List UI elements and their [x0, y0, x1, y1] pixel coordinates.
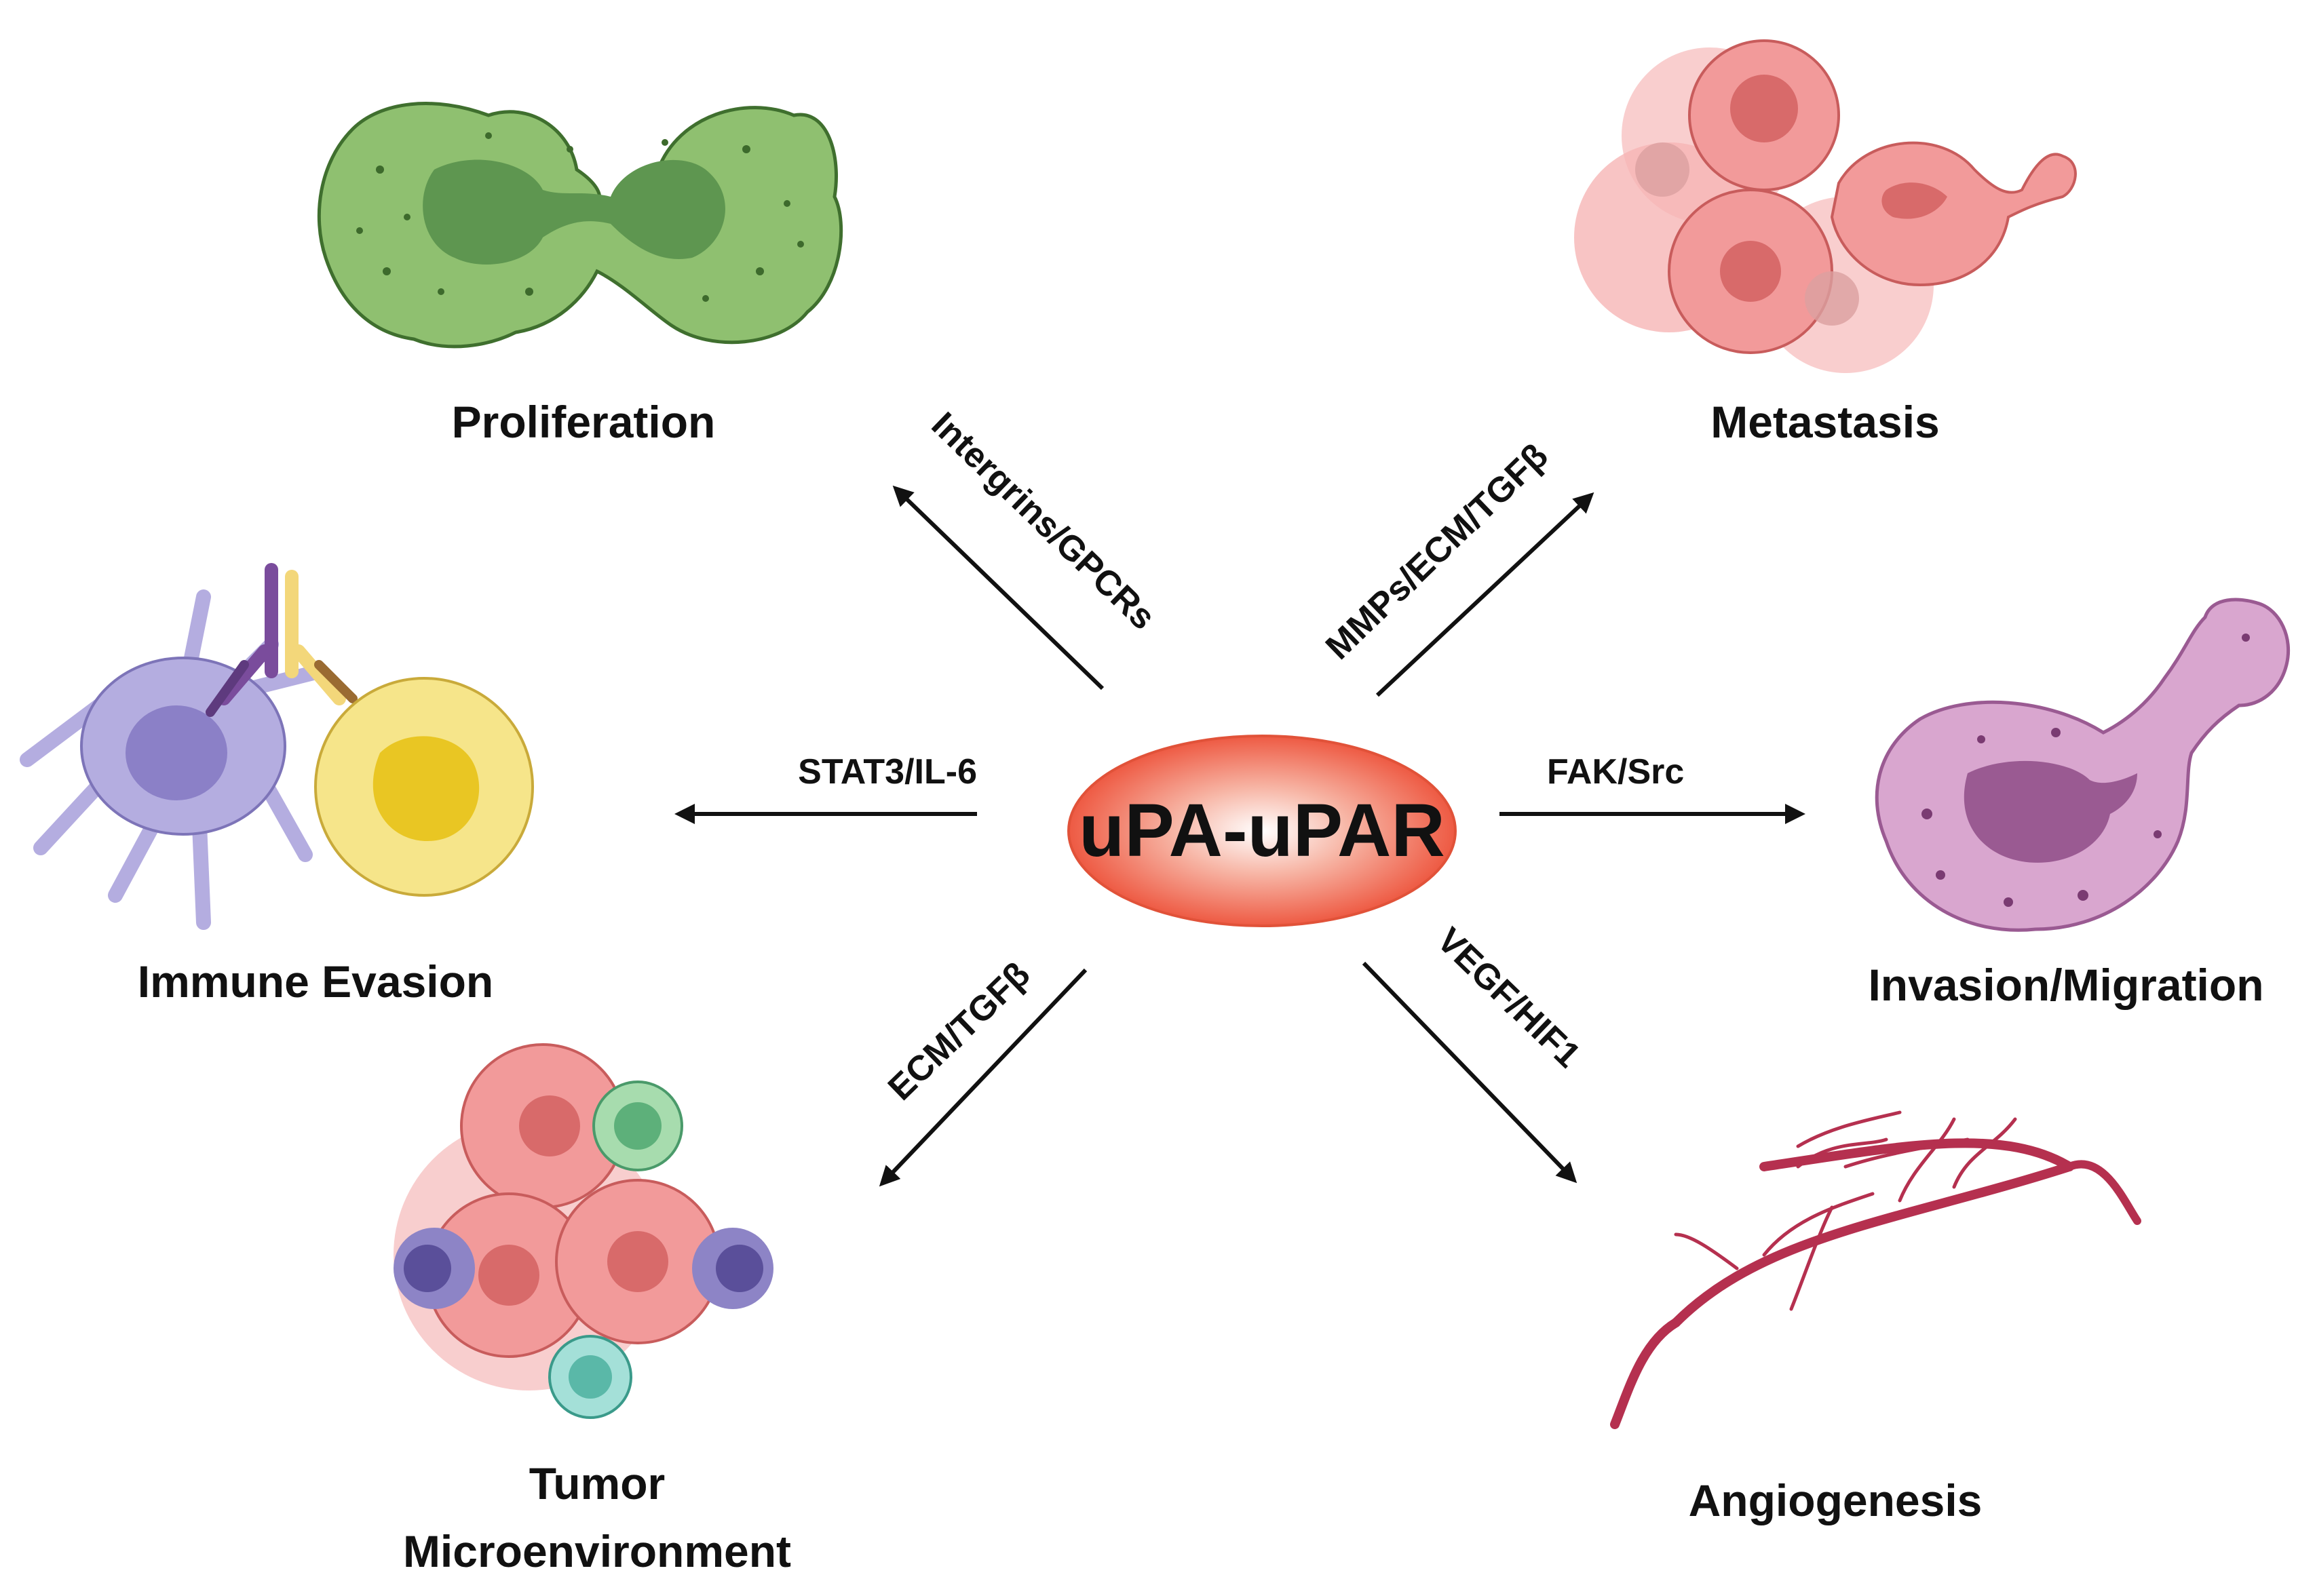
- dendritic-cell-icon: [20, 589, 326, 930]
- arrow-to-angiogenesis: [1362, 961, 1577, 1184]
- tumor-cell-icon: [314, 677, 534, 897]
- outcome-tumor-line2: Microenvironment: [403, 1526, 791, 1576]
- macrophage-right-icon: [692, 1228, 773, 1309]
- metastasis-cluster-icon: [1574, 39, 2077, 373]
- proliferation-cell-icon: [317, 102, 843, 349]
- pathway-stat3-il6: STAT3/IL-6: [798, 752, 977, 792]
- outcome-metastasis: Metastasis: [1710, 397, 1940, 447]
- tumor-microenvironment-icon: [394, 1043, 773, 1419]
- t-cell-green-icon: [592, 1081, 683, 1171]
- arrow-to-proliferation: [892, 485, 1105, 690]
- arrow-to-tumor-microenvironment: [879, 968, 1088, 1187]
- pathway-vegf-hif1: VEGF/HIF1: [1430, 920, 1588, 1075]
- pathway-mmps-ecm-tgfb: MMPs/ECM/TGFβ: [1318, 436, 1556, 667]
- outcome-proliferation: Proliferation: [452, 397, 716, 447]
- invasion-cell-icon: [1875, 598, 2291, 932]
- t-cell-cyan-icon: [548, 1335, 632, 1419]
- upa-upar-label: uPA-uPAR: [1079, 789, 1445, 872]
- pathway-integrins-gpcrs: Intergrins/GPCRs: [924, 405, 1163, 638]
- outcome-angiogenesis: Angiogenesis: [1689, 1475, 1983, 1525]
- upa-upar-node: uPA-uPAR: [1067, 735, 1457, 927]
- outcome-invasion-migration: Invasion/Migration: [1868, 960, 2263, 1010]
- immune-evasion-icon: [20, 563, 534, 930]
- pathway-fak-src: FAK/Src: [1547, 752, 1684, 792]
- outcome-tumor-line1: Tumor: [529, 1458, 665, 1509]
- angiogenesis-vessels-icon: [1610, 1110, 2141, 1429]
- outcome-immune-evasion: Immune Evasion: [138, 956, 494, 1007]
- arrow-to-metastasis: [1375, 492, 1594, 697]
- macrophage-left-icon: [394, 1228, 475, 1309]
- arrows: [674, 485, 1805, 1187]
- antibody-icon: [206, 563, 358, 717]
- pathway-ecm-tgfb: ECM/TGFβ: [881, 954, 1037, 1108]
